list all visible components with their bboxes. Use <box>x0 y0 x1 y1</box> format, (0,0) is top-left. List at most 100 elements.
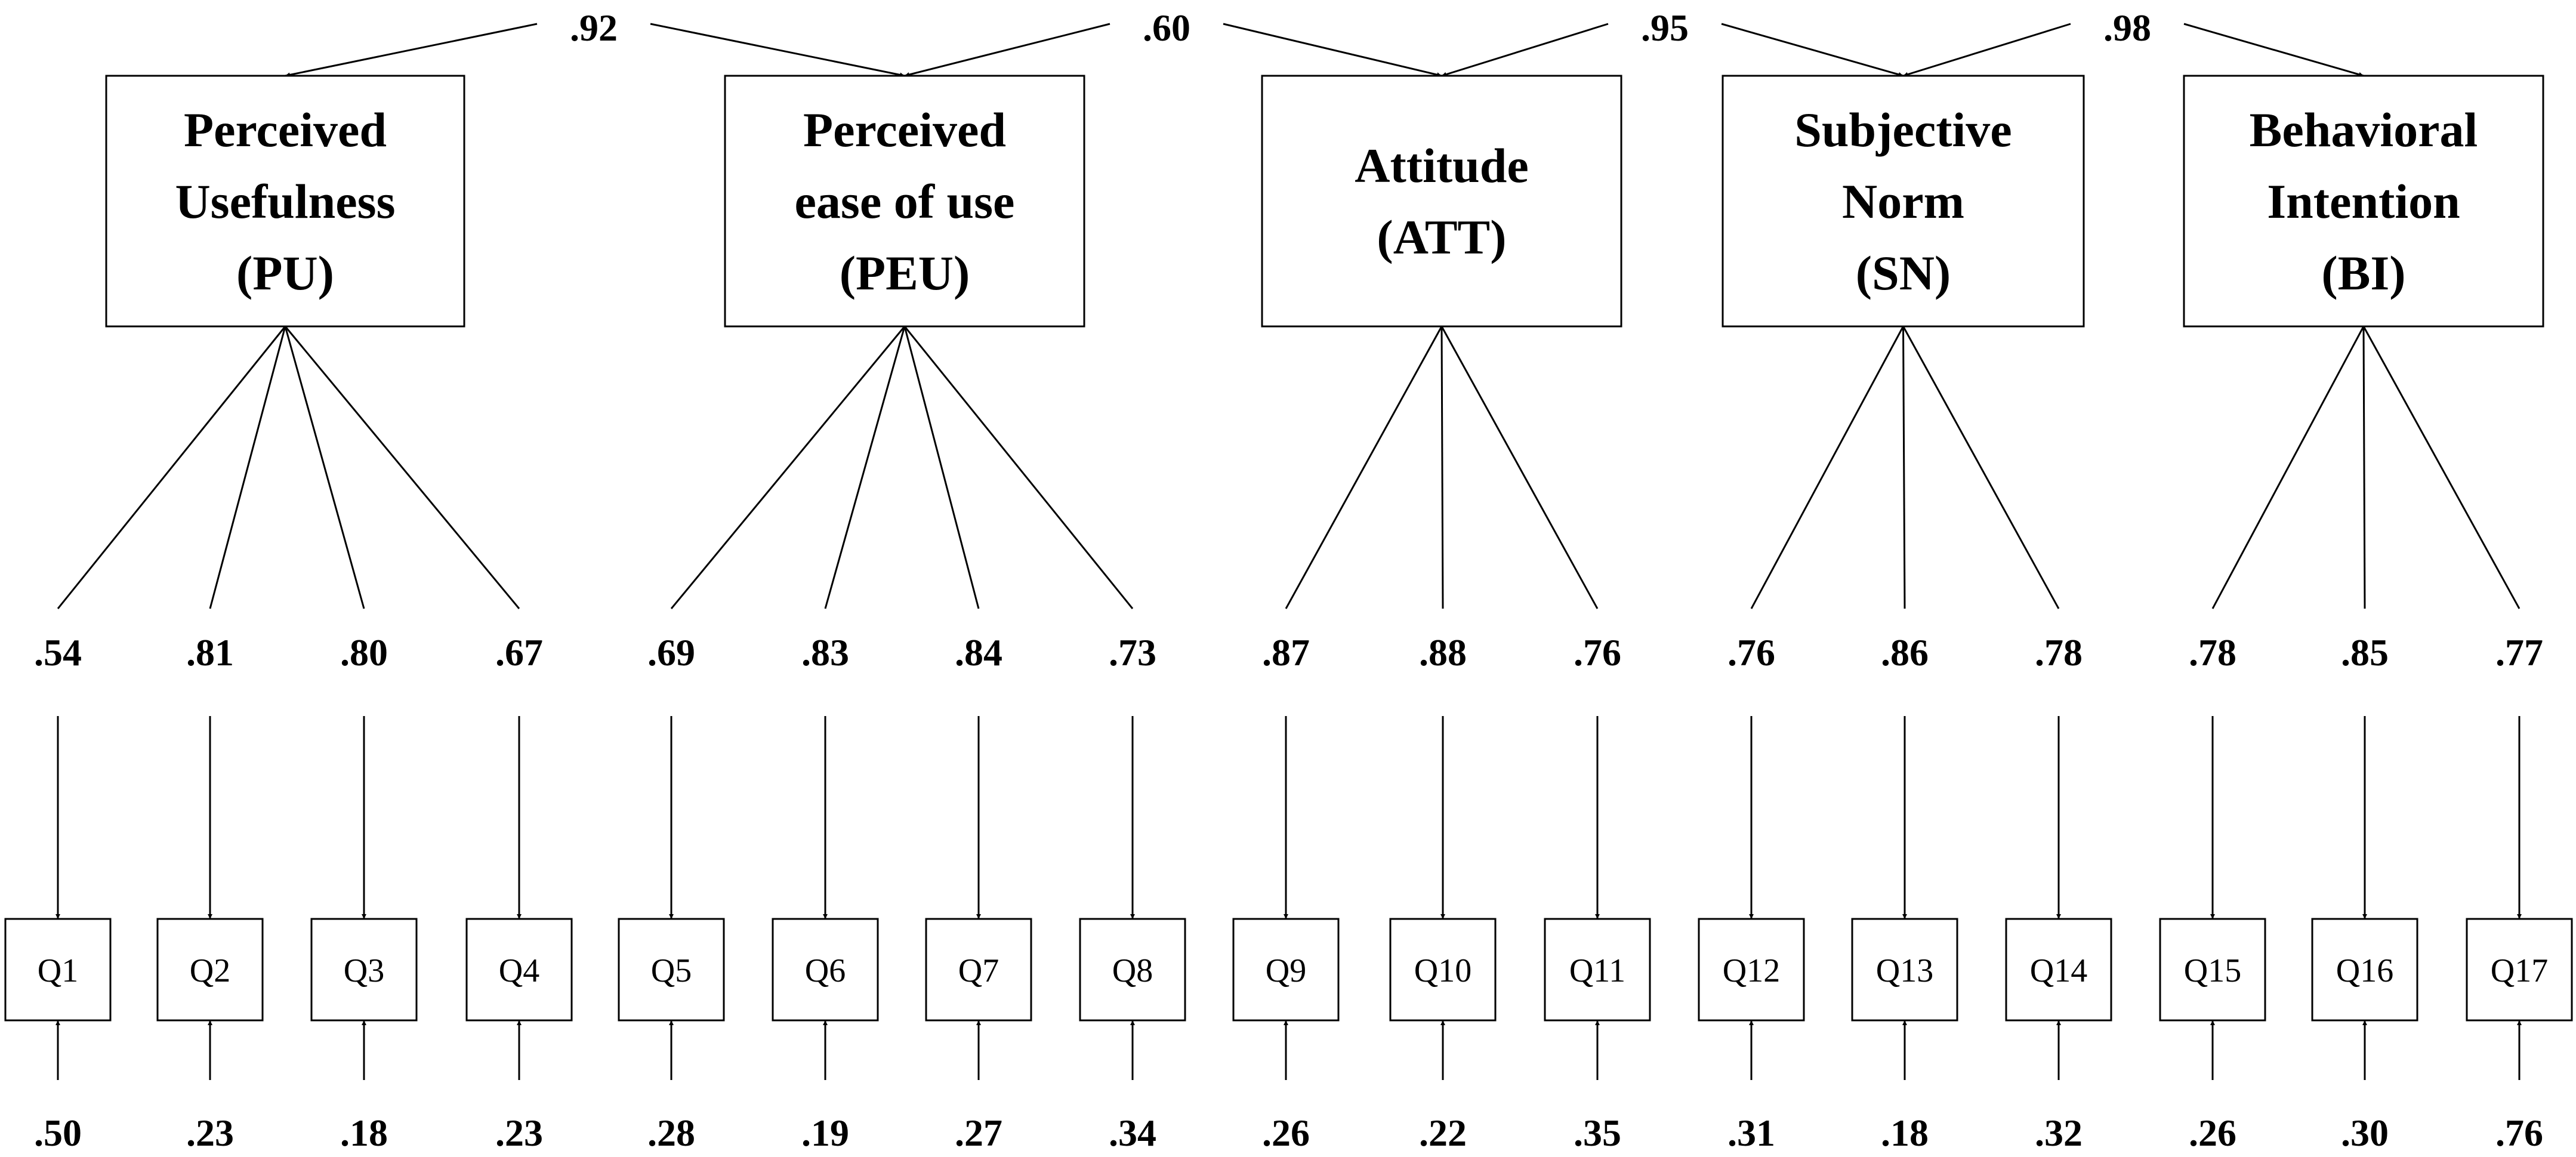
correlation-value-peu-att: .60 <box>1143 7 1190 49</box>
item-box-q10 <box>1389 918 1497 1022</box>
construct-label-bi-line-3: (BI) <box>2321 246 2405 300</box>
loading-path-q10 <box>1440 326 1444 609</box>
item-label-q5: Q5 <box>651 952 692 989</box>
node-layer <box>4 75 2573 1022</box>
loading-value-q3: .80 <box>340 631 388 674</box>
item-label-q14: Q14 <box>2030 952 2087 989</box>
item-box-q17 <box>2466 918 2573 1022</box>
loading-path-q14 <box>1902 326 2060 609</box>
construct-label-pu-line-3: (PU) <box>236 246 334 300</box>
loading-value-q10: .88 <box>1419 631 1467 674</box>
loading-value-q5: .69 <box>647 631 695 674</box>
error-value-q16: .30 <box>2341 1112 2389 1154</box>
correlation-arrow-sn-bi-right <box>2183 23 2364 77</box>
item-box-q14 <box>2005 918 2112 1022</box>
loading-value-q9: .87 <box>1262 631 1310 674</box>
construct-box-bi <box>2183 75 2544 328</box>
construct-label-att-line-1: Attitude <box>1355 138 1529 193</box>
construct-box-pu <box>105 75 465 328</box>
item-label-q6: Q6 <box>805 952 846 989</box>
construct-box-sn <box>1722 75 2085 328</box>
error-value-q9: .26 <box>1262 1112 1310 1154</box>
error-value-q5: .28 <box>647 1112 695 1154</box>
correlation-value-pu-peu: .92 <box>570 7 618 49</box>
loading-value-q4: .67 <box>495 631 543 674</box>
loading-value-q14: .78 <box>2035 631 2083 674</box>
item-label-q4: Q4 <box>499 952 539 989</box>
error-value-q3: .18 <box>340 1112 388 1154</box>
loading-path-q5 <box>670 326 906 609</box>
error-value-q6: .19 <box>801 1112 849 1154</box>
error-value-q13: .18 <box>1881 1112 1929 1154</box>
loading-path-q4 <box>284 326 520 609</box>
correlation-arrow-att-sn-left <box>1441 23 1609 77</box>
loading-value-q1: .54 <box>34 631 82 674</box>
item-box-q8 <box>1079 918 1186 1022</box>
item-label-q16: Q16 <box>2336 952 2393 989</box>
loading-value-q2: .81 <box>186 631 234 674</box>
item-label-q9: Q9 <box>1266 952 1306 989</box>
loading-path-q11 <box>1440 326 1599 609</box>
item-box-q6 <box>772 918 879 1022</box>
item-label-q7: Q7 <box>958 952 999 989</box>
construct-label-sn-line-3: (SN) <box>1856 246 1951 300</box>
error-value-q8: .34 <box>1109 1112 1156 1154</box>
item-box-q15 <box>2159 918 2266 1022</box>
item-label-q2: Q2 <box>190 952 230 989</box>
construct-box-peu <box>724 75 1085 328</box>
loading-path-q9 <box>1285 326 1443 609</box>
loading-value-q15: .78 <box>2189 631 2236 674</box>
correlation-arrow-peu-att-right <box>1223 23 1442 78</box>
item-box-q16 <box>2311 918 2418 1022</box>
item-label-q8: Q8 <box>1112 952 1153 989</box>
construct-label-peu-line-1: Perceived <box>803 103 1006 157</box>
loading-path-q12 <box>1750 326 1904 609</box>
correlation-arrow-pu-peu-left <box>285 23 538 78</box>
item-label-q13: Q13 <box>1876 952 1933 989</box>
correlation-arrow-att-sn-right <box>1721 23 1904 77</box>
error-value-q7: .27 <box>955 1112 1002 1154</box>
item-box-q5 <box>618 918 725 1022</box>
item-box-q2 <box>156 918 264 1022</box>
correlation-arrow-pu-peu-right <box>650 23 905 78</box>
error-value-q10: .22 <box>1419 1112 1467 1154</box>
loading-value-q16: .85 <box>2341 631 2389 674</box>
item-box-q4 <box>465 918 573 1022</box>
loading-value-q13: .86 <box>1881 631 1929 674</box>
item-label-q12: Q12 <box>1723 952 1780 989</box>
item-box-q11 <box>1544 918 1651 1022</box>
construct-label-peu-line-2: ease of use <box>795 174 1015 229</box>
connector-layer <box>55 23 2522 1080</box>
error-value-q1: .50 <box>34 1112 82 1154</box>
loading-value-q8: .73 <box>1109 631 1156 674</box>
item-box-q3 <box>310 918 418 1022</box>
loading-path-q13 <box>1902 326 1906 609</box>
item-label-q10: Q10 <box>1414 952 1471 989</box>
loading-path-q7 <box>903 326 980 609</box>
loading-path-q1 <box>57 326 286 609</box>
item-label-q15: Q15 <box>2184 952 2241 989</box>
loading-value-q6: .83 <box>801 631 849 674</box>
error-value-q12: .31 <box>1727 1112 1775 1154</box>
construct-label-sn-line-2: Norm <box>1842 174 1964 229</box>
loading-path-q16 <box>2362 326 2366 609</box>
correlation-value-sn-bi: .98 <box>2103 7 2151 49</box>
loading-path-q15 <box>2211 326 2365 609</box>
loading-path-q3 <box>284 326 365 609</box>
error-value-q4: .23 <box>495 1112 543 1154</box>
item-box-q13 <box>1851 918 1958 1022</box>
item-box-q9 <box>1232 918 1340 1022</box>
construct-label-pu-line-1: Perceived <box>184 103 387 157</box>
item-label-q17: Q17 <box>2491 952 2548 989</box>
correlation-arrow-peu-att-left <box>904 23 1110 77</box>
loading-value-q11: .76 <box>1574 631 1621 674</box>
error-value-q2: .23 <box>186 1112 234 1154</box>
error-value-q15: .26 <box>2189 1112 2236 1154</box>
item-label-q1: Q1 <box>38 952 78 989</box>
correlation-value-att-sn: .95 <box>1641 7 1689 49</box>
item-box-q7 <box>925 918 1032 1022</box>
loading-path-q17 <box>2362 326 2521 609</box>
item-box-q1 <box>4 918 112 1022</box>
